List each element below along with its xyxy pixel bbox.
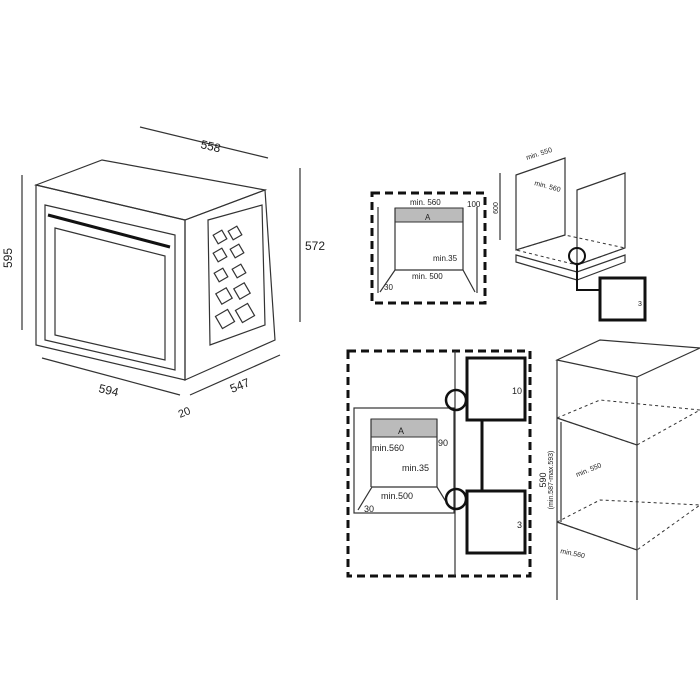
- oven-height-right-label: 572: [305, 239, 325, 253]
- height-range-label: (min.587-max.593): [548, 451, 555, 510]
- min-560-column-label: min.560: [372, 443, 404, 453]
- oven-depth-label: 547: [228, 375, 252, 396]
- oven-width-label: 558: [199, 137, 222, 155]
- detail-3-label: 3: [517, 520, 522, 530]
- min-560-cabinet-label: min. 560: [533, 180, 561, 194]
- area-a-column-label: A: [398, 426, 404, 436]
- under-counter-cabinet-drawing: [499, 157, 647, 322]
- control-knobs-icon: [212, 225, 256, 330]
- min-550-label: min. 550: [525, 147, 553, 162]
- min-35-label: min.35: [433, 254, 458, 263]
- min-560-label: min. 560: [410, 198, 441, 207]
- gap-100-label: 100: [467, 200, 481, 209]
- angle-30-column-label: 30: [364, 504, 374, 514]
- height-590-label: 590: [538, 472, 548, 487]
- min-35-column-label: min.35: [402, 463, 429, 473]
- oven-drawing: [21, 126, 301, 396]
- column-front-drawing: [346, 349, 532, 578]
- gap-90-label: 90: [438, 438, 448, 448]
- min-560-bottom-label: min.560: [560, 548, 586, 560]
- oven-height-left-label: 595: [1, 248, 15, 268]
- oven-door-label: 20: [177, 405, 193, 421]
- min-500-label: min. 500: [412, 272, 443, 281]
- min-500-column-label: min.500: [381, 491, 413, 501]
- under-counter-front-drawing: [370, 191, 487, 305]
- detail-gap-3-label: 3: [638, 301, 642, 308]
- height-600-label: 600: [493, 202, 500, 214]
- oven-front-width-label: 594: [97, 381, 120, 399]
- area-a-label: A: [425, 213, 431, 222]
- detail-10-label: 10: [512, 386, 522, 396]
- column-cabinet-drawing: [555, 339, 700, 600]
- angle-30-label: 30: [384, 283, 393, 292]
- min-550-column-label: min. 550: [575, 462, 603, 479]
